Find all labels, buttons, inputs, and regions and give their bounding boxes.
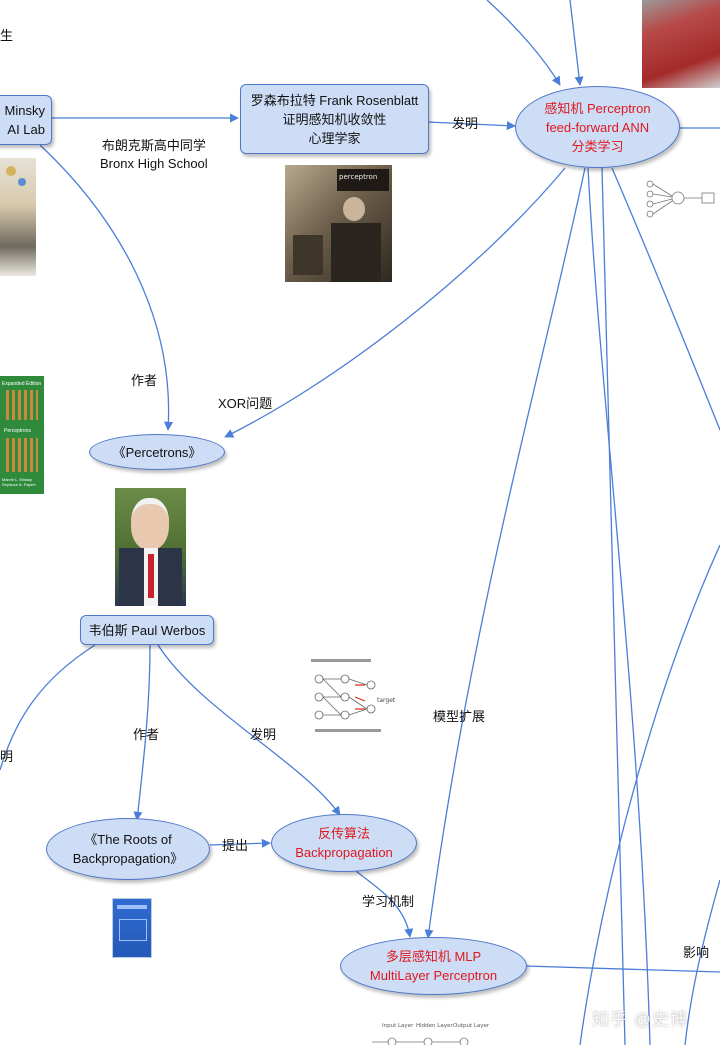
- perceptron-node-line3: 分类学习: [571, 138, 624, 154]
- roots-book-node-line1: 《The Roots of: [84, 832, 172, 847]
- mlp-diagram-image: Input Layer Hidden Layer Output Layer: [370, 1018, 490, 1045]
- mlp-node-line2: MultiLayer Perceptron: [369, 968, 498, 983]
- edge-perceptron-down-2: [601, 167, 626, 1045]
- mlp-diagram-hidden-label: Hidden Layer: [416, 1023, 453, 1029]
- edge-perceptron-mlp: [424, 167, 586, 939]
- edge-minsky-percetrons: [39, 144, 174, 431]
- edge-backprop-mlp: [351, 867, 414, 938]
- edge-top-b: [569, 0, 584, 86]
- perceptron-photo-caption: perceptron: [339, 173, 378, 181]
- invent-edge-label-2: 发明: [250, 727, 277, 742]
- roots-book-node-line2: Backpropagation》: [72, 851, 184, 866]
- classmates-edge-label-line1: 布朗克斯高中同学: [101, 138, 206, 153]
- book-edition-text: Expanded Edition: [2, 381, 42, 387]
- propose-edge-label: 提出: [222, 838, 249, 853]
- edge-right-curve-2: [684, 879, 720, 1045]
- edge-right-curve: [579, 544, 720, 1045]
- rosenblatt-node[interactable]: 罗森布拉特 Frank Rosenblatt 证明感知机收敛性 心理学家: [240, 84, 429, 154]
- backprop-diagram-target: target: [377, 697, 396, 704]
- xor-edge-label: XOR问题: [218, 396, 273, 411]
- werbos-node-label: 韦伯斯 Paul Werbos: [88, 622, 206, 638]
- mlp-diagram-output-label: Output Layer: [453, 1023, 490, 1029]
- learning-mechanism-edge-label: 学习机制: [362, 894, 415, 909]
- perceptron-node-line2: feed-forward ANN: [545, 119, 650, 135]
- backprop-node-line2: Backpropagation: [295, 845, 393, 860]
- book-title-text: Perceptrons: [4, 428, 31, 434]
- edge-rosenblatt-perceptron: [427, 121, 516, 131]
- zhihu-watermark: 知乎 @史博: [592, 1010, 688, 1029]
- classmates-edge-label-line2: Bronx High School: [100, 156, 208, 171]
- rosenblatt-node-line3: 心理学家: [308, 130, 361, 146]
- top-right-book-photo: [642, 0, 720, 88]
- minsky-node[interactable]: Minsky AI Lab: [0, 95, 52, 145]
- mlp-node-line1: 多层感知机 MLP: [385, 949, 482, 964]
- edge-perceptron-down-1: [587, 167, 651, 1045]
- edge-top-a: [486, 0, 561, 86]
- perceptron-node[interactable]: 感知机 Perceptron feed-forward ANN 分类学习: [515, 86, 680, 168]
- perceptron-node-line1: 感知机 Perceptron: [544, 100, 651, 116]
- backprop-diagram-image: target: [307, 655, 397, 740]
- rosenblatt-photo: perceptron: [285, 165, 392, 282]
- rosenblatt-node-line1: 罗森布拉特 Frank Rosenblatt: [250, 92, 419, 108]
- left-fragment-label: 明: [0, 749, 14, 764]
- roots-book-cover: [112, 898, 152, 958]
- model-extension-edge-label: 模型扩展: [433, 709, 486, 724]
- edge-perceptron-percetrons: [224, 167, 566, 438]
- edge-werbos-left: [0, 644, 96, 771]
- book-authors-text: Marvin L. Minsky Seymour A. Papert: [2, 477, 36, 487]
- roots-book-node[interactable]: 《The Roots of Backpropagation》: [46, 818, 210, 880]
- edge-perceptron-right-down: [611, 167, 720, 431]
- minsky-node-line2: AI Lab: [7, 122, 45, 137]
- edge-mlp-right: [524, 965, 720, 973]
- mlp-node[interactable]: 多层感知机 MLP MultiLayer Perceptron: [340, 937, 527, 995]
- invent-edge-label-1: 发明: [452, 116, 479, 131]
- minsky-photo: [0, 158, 36, 276]
- werbos-node[interactable]: 韦伯斯 Paul Werbos: [80, 615, 214, 645]
- edge-werbos-roots: [133, 644, 151, 821]
- minsky-node-line1: Minsky: [4, 103, 45, 118]
- edge-roots-backprop: [209, 838, 271, 848]
- top-left-fragment-label: 生: [0, 28, 14, 43]
- backprop-node-line1: 反传算法: [317, 826, 370, 841]
- backprop-node[interactable]: 反传算法 Backpropagation: [271, 814, 417, 872]
- author-edge-label-1: 作者: [131, 373, 158, 388]
- rosenblatt-node-line2: 证明感知机收敛性: [282, 111, 387, 127]
- influence-edge-label: 影响: [683, 945, 710, 960]
- perceptron-diagram-image: [644, 176, 720, 222]
- author-edge-label-2: 作者: [133, 727, 160, 742]
- mlp-diagram-input-label: Input Layer: [382, 1023, 414, 1029]
- edge-werbos-backprop: [157, 644, 341, 816]
- werbos-photo: [115, 488, 186, 606]
- percetrons-book-node[interactable]: 《Percetrons》: [89, 434, 225, 470]
- perceptrons-book-cover: Expanded Edition Perceptrons Marvin L. M…: [0, 376, 44, 494]
- percetrons-book-node-label: 《Percetrons》: [112, 444, 202, 460]
- classmates-edge-label: 布朗克斯高中同学 Bronx High School: [100, 137, 208, 173]
